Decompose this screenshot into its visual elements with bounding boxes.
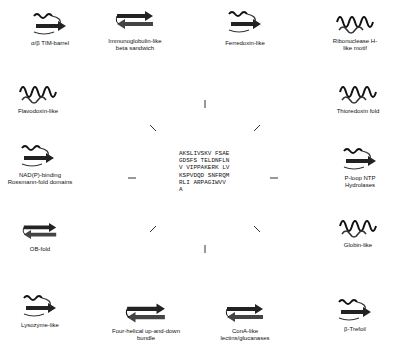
fold-label: OB-fold <box>30 246 50 253</box>
fold-label: Ferredoxin-like <box>225 40 265 47</box>
fold-label: Ribonuclease H-like motif <box>331 38 380 52</box>
pointer-dashes <box>128 100 278 253</box>
fold-label: Flavodoxin-like <box>18 108 58 115</box>
fold-label: NAD(P)-binding Rossmann-fold domains <box>5 172 75 186</box>
fold-label: α/β TIM-barrel <box>31 40 69 47</box>
fold-label: Thioredoxin fold <box>337 108 380 115</box>
fold-label: Immunoglobulin-like beta sandwich <box>102 38 168 52</box>
sequence-text: AKSLIVSKV FSAEGDSFS TELDNFLNV VIPPAKERK … <box>179 150 231 193</box>
fold-label: β-Trefoil <box>344 326 366 333</box>
fold-label: P-loop NTP Hydrolases <box>338 175 382 189</box>
fold-label: ConA-like lectins/glucanases <box>210 328 280 342</box>
fold-label: Globin-like <box>344 242 372 249</box>
fold-label: Lysozyme-like <box>21 322 59 329</box>
fold-label: Four-helical up-and-down bundle <box>111 328 181 342</box>
